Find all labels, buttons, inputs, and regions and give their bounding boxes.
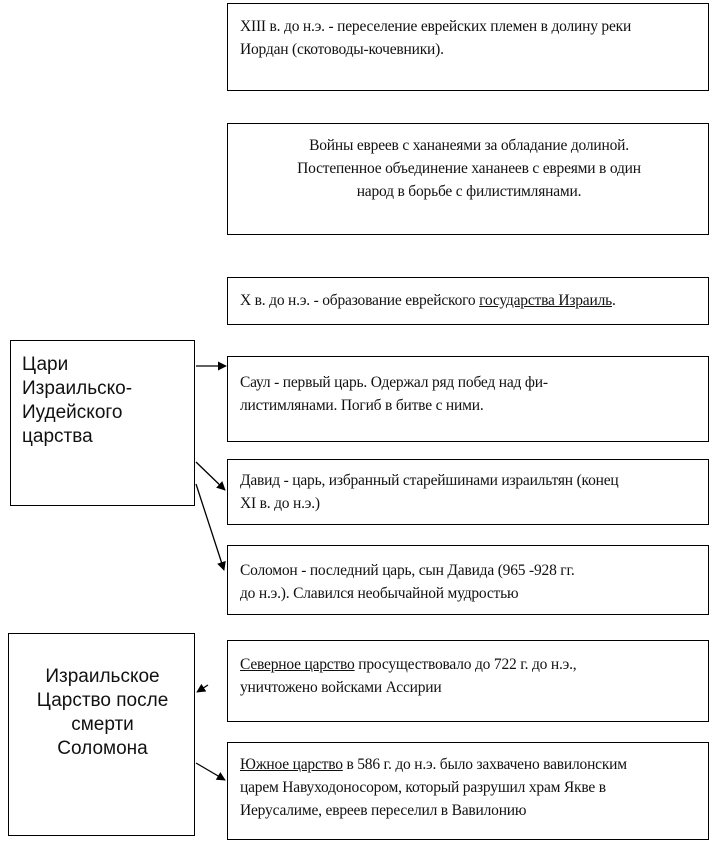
event-text-line: XI в. до н.э.) [240,495,320,512]
event-text-line: XIII в. до н.э. - переселение еврейских … [240,18,632,35]
event-text-line: Северное царство просуществовало до 722 … [240,653,702,676]
event-text: X в. до н.э. - образование еврейского [240,292,480,309]
after-solomon-category-box: Израильское Царство после смерти Соломон… [8,633,195,836]
state-israel-link: государства Израиль [479,292,612,309]
event-box-israel-state: X в. до н.э. - образование еврейского го… [227,277,709,325]
kings-category-box: Цари Израильско- Иудейского царства [10,340,195,506]
arrow-to-southern [195,762,226,781]
category-label-line: Израильско- [22,378,133,399]
event-text: . [611,292,616,309]
category-label-line: Соломона [57,738,148,759]
southern-kingdom-link: Южное царство [240,756,343,773]
category-label-line: Цари [22,354,69,375]
category-label-line: Израильское [45,666,160,687]
event-box-wars: Войны евреев с хананеями за обладание до… [227,123,709,235]
arrow-to-northern [196,683,209,693]
event-text-line: Иордан (скотоводы-кочевники). [240,41,444,58]
event-text-line: народ в борьбе с филистимлянами. [356,183,582,200]
event-text-line: Войны евреев с хананеями за обладание до… [309,137,629,154]
category-label-line: Иудейского [22,402,123,423]
kingdom-box-northern: Северное царство просуществовало до 722 … [227,640,709,722]
event-text-line: Южное царство в 586 г. до н.э. было захв… [240,753,702,776]
event-text-line: Иерусалиме, евреев переселил в Вавилонию [240,802,527,819]
king-box-david: Давид - царь, избранный старейшинами изр… [227,459,709,525]
event-text: просуществовало до 722 г. до н.э., [354,656,577,673]
northern-kingdom-link: Северное царство [240,656,355,673]
event-text-line: Давид - царь, избранный старейшинами изр… [240,472,619,489]
arrow-to-solomon [195,483,226,571]
event-text-line: Соломон - последний царь, сын Давида (96… [240,562,575,579]
king-box-solomon: Соломон - последний царь, сын Давида (96… [227,545,709,615]
event-text-line: царем Навуходоносором, который разрушил … [240,779,606,796]
king-box-saul: Саул - первый царь. Одержал ряд побед на… [227,356,709,442]
category-label-line: Царство после [36,690,169,711]
event-text: в 586 г. до н.э. было захвачено вавилонс… [342,756,627,773]
arrow-to-david [195,461,226,491]
event-text-line: Постепенное объединение хананеев с еврея… [297,160,641,177]
event-text-line: до н.э.). Славился необычайной мудростью [240,585,519,602]
event-box-13th-century: XIII в. до н.э. - переселение еврейских … [227,3,709,91]
category-label-line: смерти [71,714,134,735]
event-text-line: уничтожено войсками Ассирии [240,679,442,696]
kingdom-box-southern: Южное царство в 586 г. до н.э. было захв… [227,742,709,840]
category-label-line: царства [22,426,93,447]
event-text-line: листимлянами. Погиб в битве с ними. [240,397,484,414]
event-text-line: Саул - первый царь. Одержал ряд побед на… [240,374,548,391]
